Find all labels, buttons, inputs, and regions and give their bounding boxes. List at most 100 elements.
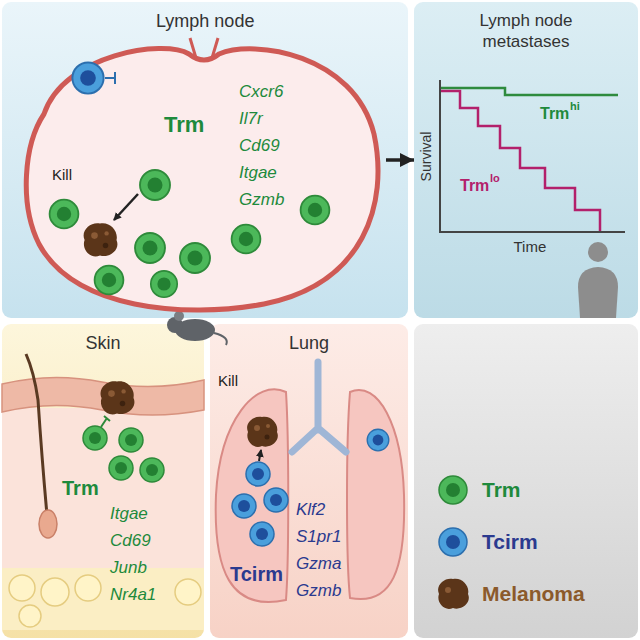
survival-chart [441,88,618,95]
skin-illustration [41,578,69,606]
legend-label: Trm [482,477,521,502]
action-label-holder: Kill [52,166,72,184]
legend-label-holder: Trm [482,477,521,502]
organ-outline [95,266,124,295]
legend-swatch-frame [436,525,470,559]
curve-label-superscript: lo [490,172,500,185]
panel-title: Skin [86,332,121,354]
skin-illustration [19,605,41,627]
legend-swatch [439,476,467,504]
curve-label-holder: Trm [540,104,569,123]
cell-label-holder: Tcirm [230,562,283,586]
skin-illustration [75,575,101,601]
legend-label-holder: Melanoma [482,581,585,606]
curve-label-superscript-holder: hi [570,100,580,113]
skin-illustration [101,416,110,427]
curve-label-superscript-holder: lo [490,172,500,185]
survival-chart [440,80,625,232]
panel-backgrounds [210,324,408,638]
organ-outline [301,196,330,225]
lung-illustration [347,390,404,599]
cell-label: Trm [62,476,99,500]
skin-illustration [83,426,107,450]
organ-outline [84,223,118,256]
legend-label-holder: Tcirm [482,529,538,554]
action-label: Kill [218,372,238,390]
gene-list: Klf2 S1pr1 Gzma Gzmb [296,496,341,604]
legend-swatch [438,579,469,609]
panel-title-holder: Lymph node [156,10,254,32]
skin-panel: SkinTrmItgae Cd69 Junb Nr4a1 [2,324,204,638]
skin-illustration [9,575,35,601]
skin-illustration [2,354,204,630]
legend-swatch [439,528,467,556]
cell-label: Trm [164,112,204,138]
gene-list: Cxcr6 Il7r Cd69 Itgae Gzmb [239,78,284,213]
organ-outline [26,49,378,311]
lung-illustration [264,488,288,512]
panel-title-holder: Lymph node metastases [451,10,601,52]
axis-title: Time [514,238,547,256]
flow-arrow [386,158,414,162]
survival-chart [441,91,600,231]
legend-swatch-frame [436,577,470,611]
organ-outline [135,233,165,263]
legend-swatch-frame [445,587,451,593]
cell-label-holder: Trm [164,112,204,138]
organ-outline [232,225,261,254]
legend-swatch-frame [436,473,470,507]
survival-chart [440,80,625,232]
organ-outline [140,170,170,200]
panel-backgrounds [414,2,638,318]
skin-illustration [101,381,135,414]
lung-illustration [367,429,389,451]
axis-title-holder: Survival [418,131,435,181]
lung-illustration [246,462,270,486]
mouse-silhouette [214,333,227,345]
organ-outline [180,243,210,273]
organ-outline [50,200,79,229]
skin-illustration [175,579,201,605]
skin-illustration [140,458,164,482]
panel-title: Lymph node metastases [451,10,601,52]
panel-title-holder: Lung [289,332,329,354]
patient-silhouette [578,242,618,318]
gene-list-holder: Itgae Cd69 Junb Nr4a1 [110,500,156,608]
organ-outline [114,194,138,220]
panel-title-holder: Skin [86,332,121,354]
patient-silhouette [578,267,618,318]
metastases-panel: Lymph node metastases [414,2,638,318]
panel-title: Lung [289,332,329,354]
panel-title: Lymph node [156,10,254,32]
curve-label-superscript: hi [570,100,580,113]
skin-illustration [2,377,204,415]
skin-illustration [26,354,47,515]
cell-label: Tcirm [230,562,283,586]
lung-illustration [247,417,278,447]
skin-illustration [39,510,57,538]
organ-outline [151,271,177,297]
axis-title: Survival [418,131,435,181]
organ-outline [190,38,218,58]
patient-silhouette [588,242,608,262]
mouse-silhouette [167,311,227,345]
legend-label: Tcirm [482,529,538,554]
curve-label: Trm [540,104,569,123]
curve-label: Trm [460,176,489,195]
mouse-silhouette [174,311,184,321]
action-label-holder: Kill [218,372,238,390]
skin-illustration [109,456,133,480]
gene-list-holder: Klf2 S1pr1 Gzma Gzmb [296,496,341,604]
lung-illustration [292,362,346,452]
legend-swatch-frame [446,535,460,549]
panel-backgrounds [414,324,638,638]
skin-illustration [119,428,143,452]
legend-swatch-frame [446,483,460,497]
axis-title-holder: Time [514,238,547,256]
lung-illustration [250,522,274,546]
legend-label: Melanoma [482,581,585,606]
organ-outline [105,72,115,84]
cell-label-holder: Trm [62,476,99,500]
panel-backgrounds [2,324,204,638]
skin-illustration [2,408,204,570]
